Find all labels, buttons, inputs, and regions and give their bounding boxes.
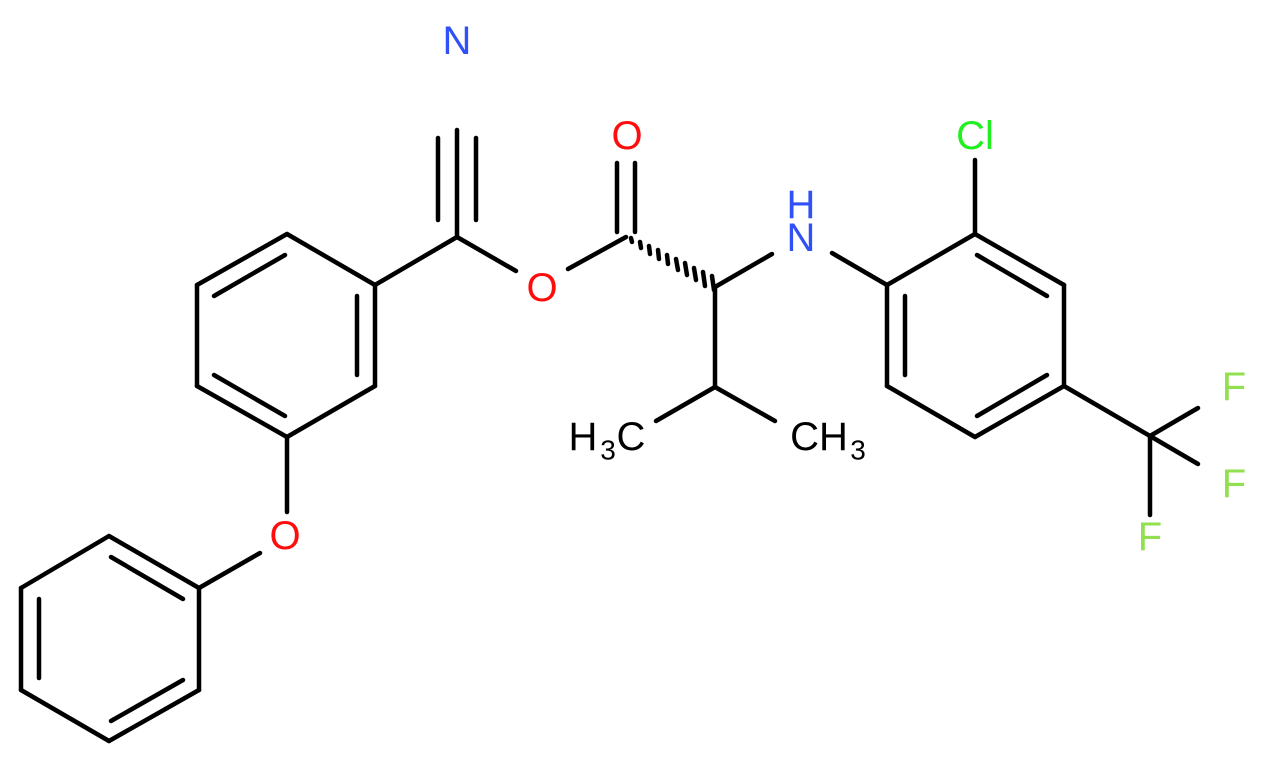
- phenoxy-ring: [18, 533, 202, 744]
- ether-o-label: O: [269, 514, 300, 558]
- methyl-left-label: H 3 C: [569, 415, 646, 466]
- amine-n-label: N: [787, 216, 816, 260]
- nitrile-triple-bond: [435, 127, 479, 240]
- carbonyl-double-bond: [614, 160, 638, 235]
- amine-h-label: H: [787, 183, 816, 227]
- svg-text:C: C: [617, 415, 646, 459]
- bond-cf-1: [1147, 405, 1201, 439]
- svg-text:H: H: [569, 415, 598, 459]
- bond-isopropyl-right: [712, 384, 778, 424]
- svg-text:3: 3: [850, 435, 866, 466]
- svg-text:3: 3: [600, 435, 616, 466]
- bond-nh-ring: [829, 250, 890, 288]
- bond-ring-cf3: [1061, 383, 1153, 439]
- carbonyl-o-label: O: [611, 114, 642, 158]
- nitrile-n-label: N: [443, 19, 472, 63]
- bond-phenyl-ether: [196, 550, 263, 591]
- fluorine-1-label: F: [1222, 365, 1246, 409]
- fluorine-3-label: F: [1138, 515, 1162, 559]
- bond-ch-ester-o: [454, 234, 519, 274]
- ester-o-label: O: [526, 266, 557, 310]
- bond-ester-o-c: [565, 234, 629, 272]
- svg-text:CH: CH: [790, 415, 848, 459]
- methyl-right-label: CH 3: [790, 415, 866, 466]
- bond-ring-ch: [372, 234, 460, 288]
- anilino-ring: [884, 231, 1067, 440]
- stereo-hash-wedge: [628, 235, 717, 293]
- bond-alpha-nh: [712, 251, 775, 290]
- fluorine-2-label: F: [1222, 462, 1246, 506]
- central-ring: [194, 231, 378, 440]
- chlorine-label: Cl: [956, 114, 994, 158]
- bond-isopropyl-left: [653, 384, 718, 424]
- bond-cf-2: [1147, 433, 1201, 467]
